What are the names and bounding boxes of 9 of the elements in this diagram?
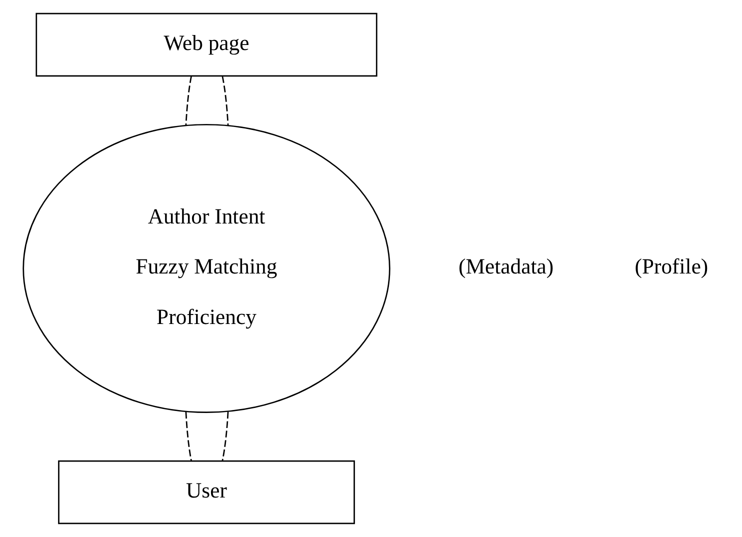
connector	[221, 412, 228, 462]
node-ellipse: Author Intent Fuzzy Matching Proficiency	[22, 124, 390, 414]
connector	[221, 76, 228, 126]
label: (Profile)	[634, 254, 708, 279]
connector	[184, 412, 192, 462]
node-box: Web page	[35, 12, 377, 77]
label: (Metadata)	[458, 254, 554, 279]
connector	[184, 76, 192, 126]
node-box: User	[58, 460, 354, 524]
